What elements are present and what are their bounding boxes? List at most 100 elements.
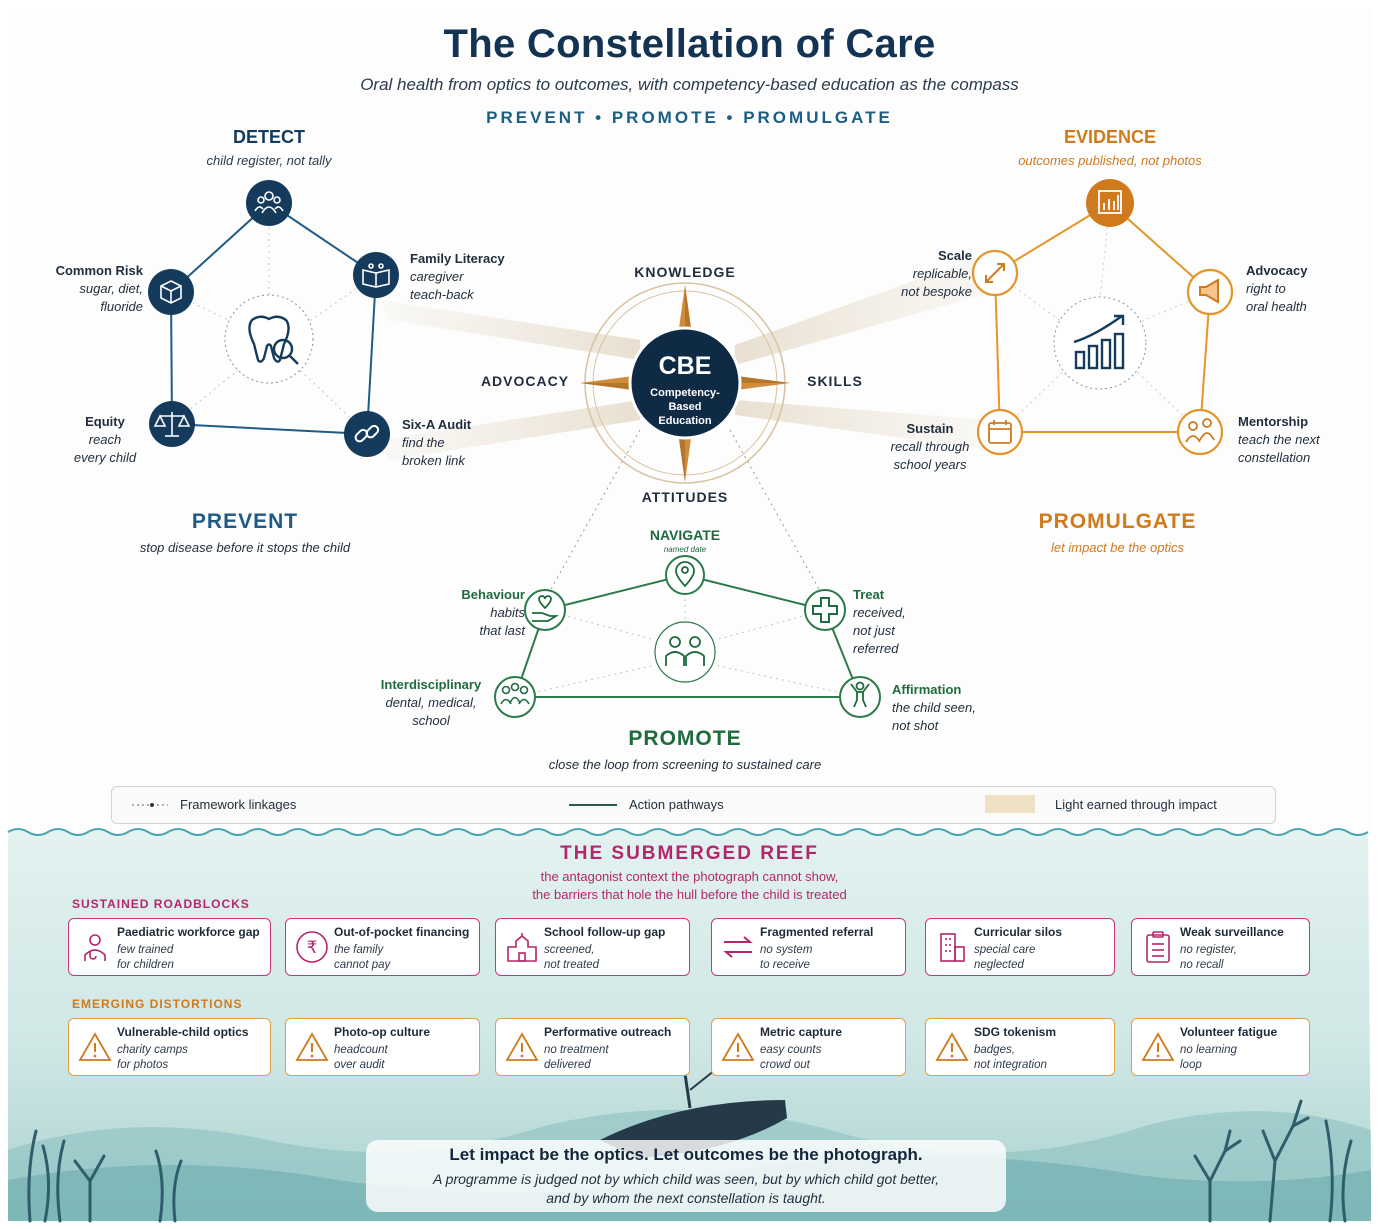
growth-chart-icon [1073,314,1125,370]
navigate-subtitle: named date [663,545,707,554]
compass-north-label: KNOWLEDGE [634,264,736,280]
warning-icon [721,1032,755,1061]
evidence-node [1086,179,1134,227]
detect-subtitle: child register, not tally [206,153,332,168]
arrows-icon [723,936,753,958]
tooth-magnifier-icon [248,315,299,365]
roadblocks-title: SUSTAINED ROADBLOCKS [72,897,250,911]
cheering-child-icon [850,681,870,708]
link-icon [354,424,380,443]
reef-title: THE SUBMERGED REEF [560,843,819,864]
promulgate-subtitle: let impact be the optics [1051,540,1184,555]
legend-pathways: Action pathways [629,797,724,812]
location-pin-icon [675,561,695,588]
mentor-icon [1185,418,1215,443]
evidence-subtitle: outcomes published, not photos [1018,153,1202,168]
legend: Framework linkages Action pathways Light… [111,786,1276,824]
behaviour-node [524,589,566,631]
distortion-card: SDG tokenism badges,not integration [925,1018,1115,1076]
solid-line-icon [569,804,617,806]
light-swatch [985,795,1035,813]
doctor-icon [84,934,106,961]
affirmation-node [839,676,881,718]
dotted-line-icon [132,803,168,807]
prevent-subtitle: stop disease before it stops the child [139,540,351,555]
medical-cross-icon [812,597,838,623]
megaphone-icon [1199,278,1219,304]
warning-icon [1141,1032,1175,1061]
compass-east-label: SKILLS [807,373,863,389]
promote-network [494,555,881,718]
scales-icon [153,412,191,437]
legend-linkages: Framework linkages [180,797,297,812]
treat-node [804,589,846,631]
school-icon [507,933,537,962]
promote-title: PROMOTE [628,727,742,750]
building-icon [940,933,965,962]
prevent-network [148,180,399,457]
evidence-title: EVIDENCE [1063,127,1157,147]
roadblock-card: Weak surveillance no register,no recall [1131,918,1310,976]
navigate-node [665,555,705,595]
warning-icon [295,1032,329,1061]
compass-west-label: ADVOCACY [480,373,570,389]
warning-icon [935,1032,969,1061]
navigate-title: NAVIGATE [649,527,721,543]
light-beams [380,250,1000,460]
roadblock-card: School follow-up gap screened,not treate… [495,918,690,976]
warning-icon [505,1032,539,1061]
sustain-node [976,408,1024,456]
svg-text:₹: ₹ [307,938,318,958]
compass-south-label: ATTITUDES [641,489,729,505]
mentorship-node [1176,408,1224,456]
cbe-compass [580,282,790,484]
tagline: PREVENT • PROMOTE • PROMULGATE [486,108,893,127]
closing-quote: Let impact be the optics. Let outcomes b… [366,1140,1006,1212]
book-icon [362,263,390,288]
reef-subtitle: the antagonist context the photograph ca… [532,869,847,902]
cbe-label: CBE [658,352,712,380]
promote-subtitle: close the loop from screening to sustain… [548,757,822,772]
quote-main: Let impact be the optics. Let outcomes b… [449,1145,923,1164]
quote-sub: A programme is judged not by which child… [432,1171,940,1206]
heart-hand-icon [532,595,560,622]
people-group-icon [254,191,284,214]
warning-icon [78,1032,112,1061]
promulgate-network [971,179,1234,456]
family-icon [665,636,705,666]
cube-icon [160,280,182,304]
framework-linkages [544,429,826,601]
clipboard-icon [1146,931,1170,963]
calendar-icon [988,420,1012,444]
page-title: The Constellation of Care [443,22,936,66]
team-icon [500,682,530,705]
prevent-title: PREVENT [191,510,299,533]
page-subtitle: Oral health from optics to outcomes, wit… [360,75,1019,94]
rupee-icon: ₹ [296,931,328,963]
coral-decoration [27,1099,1353,1223]
detect-node [246,180,292,226]
distortions-title: EMERGING DISTORTIONS [72,997,243,1011]
